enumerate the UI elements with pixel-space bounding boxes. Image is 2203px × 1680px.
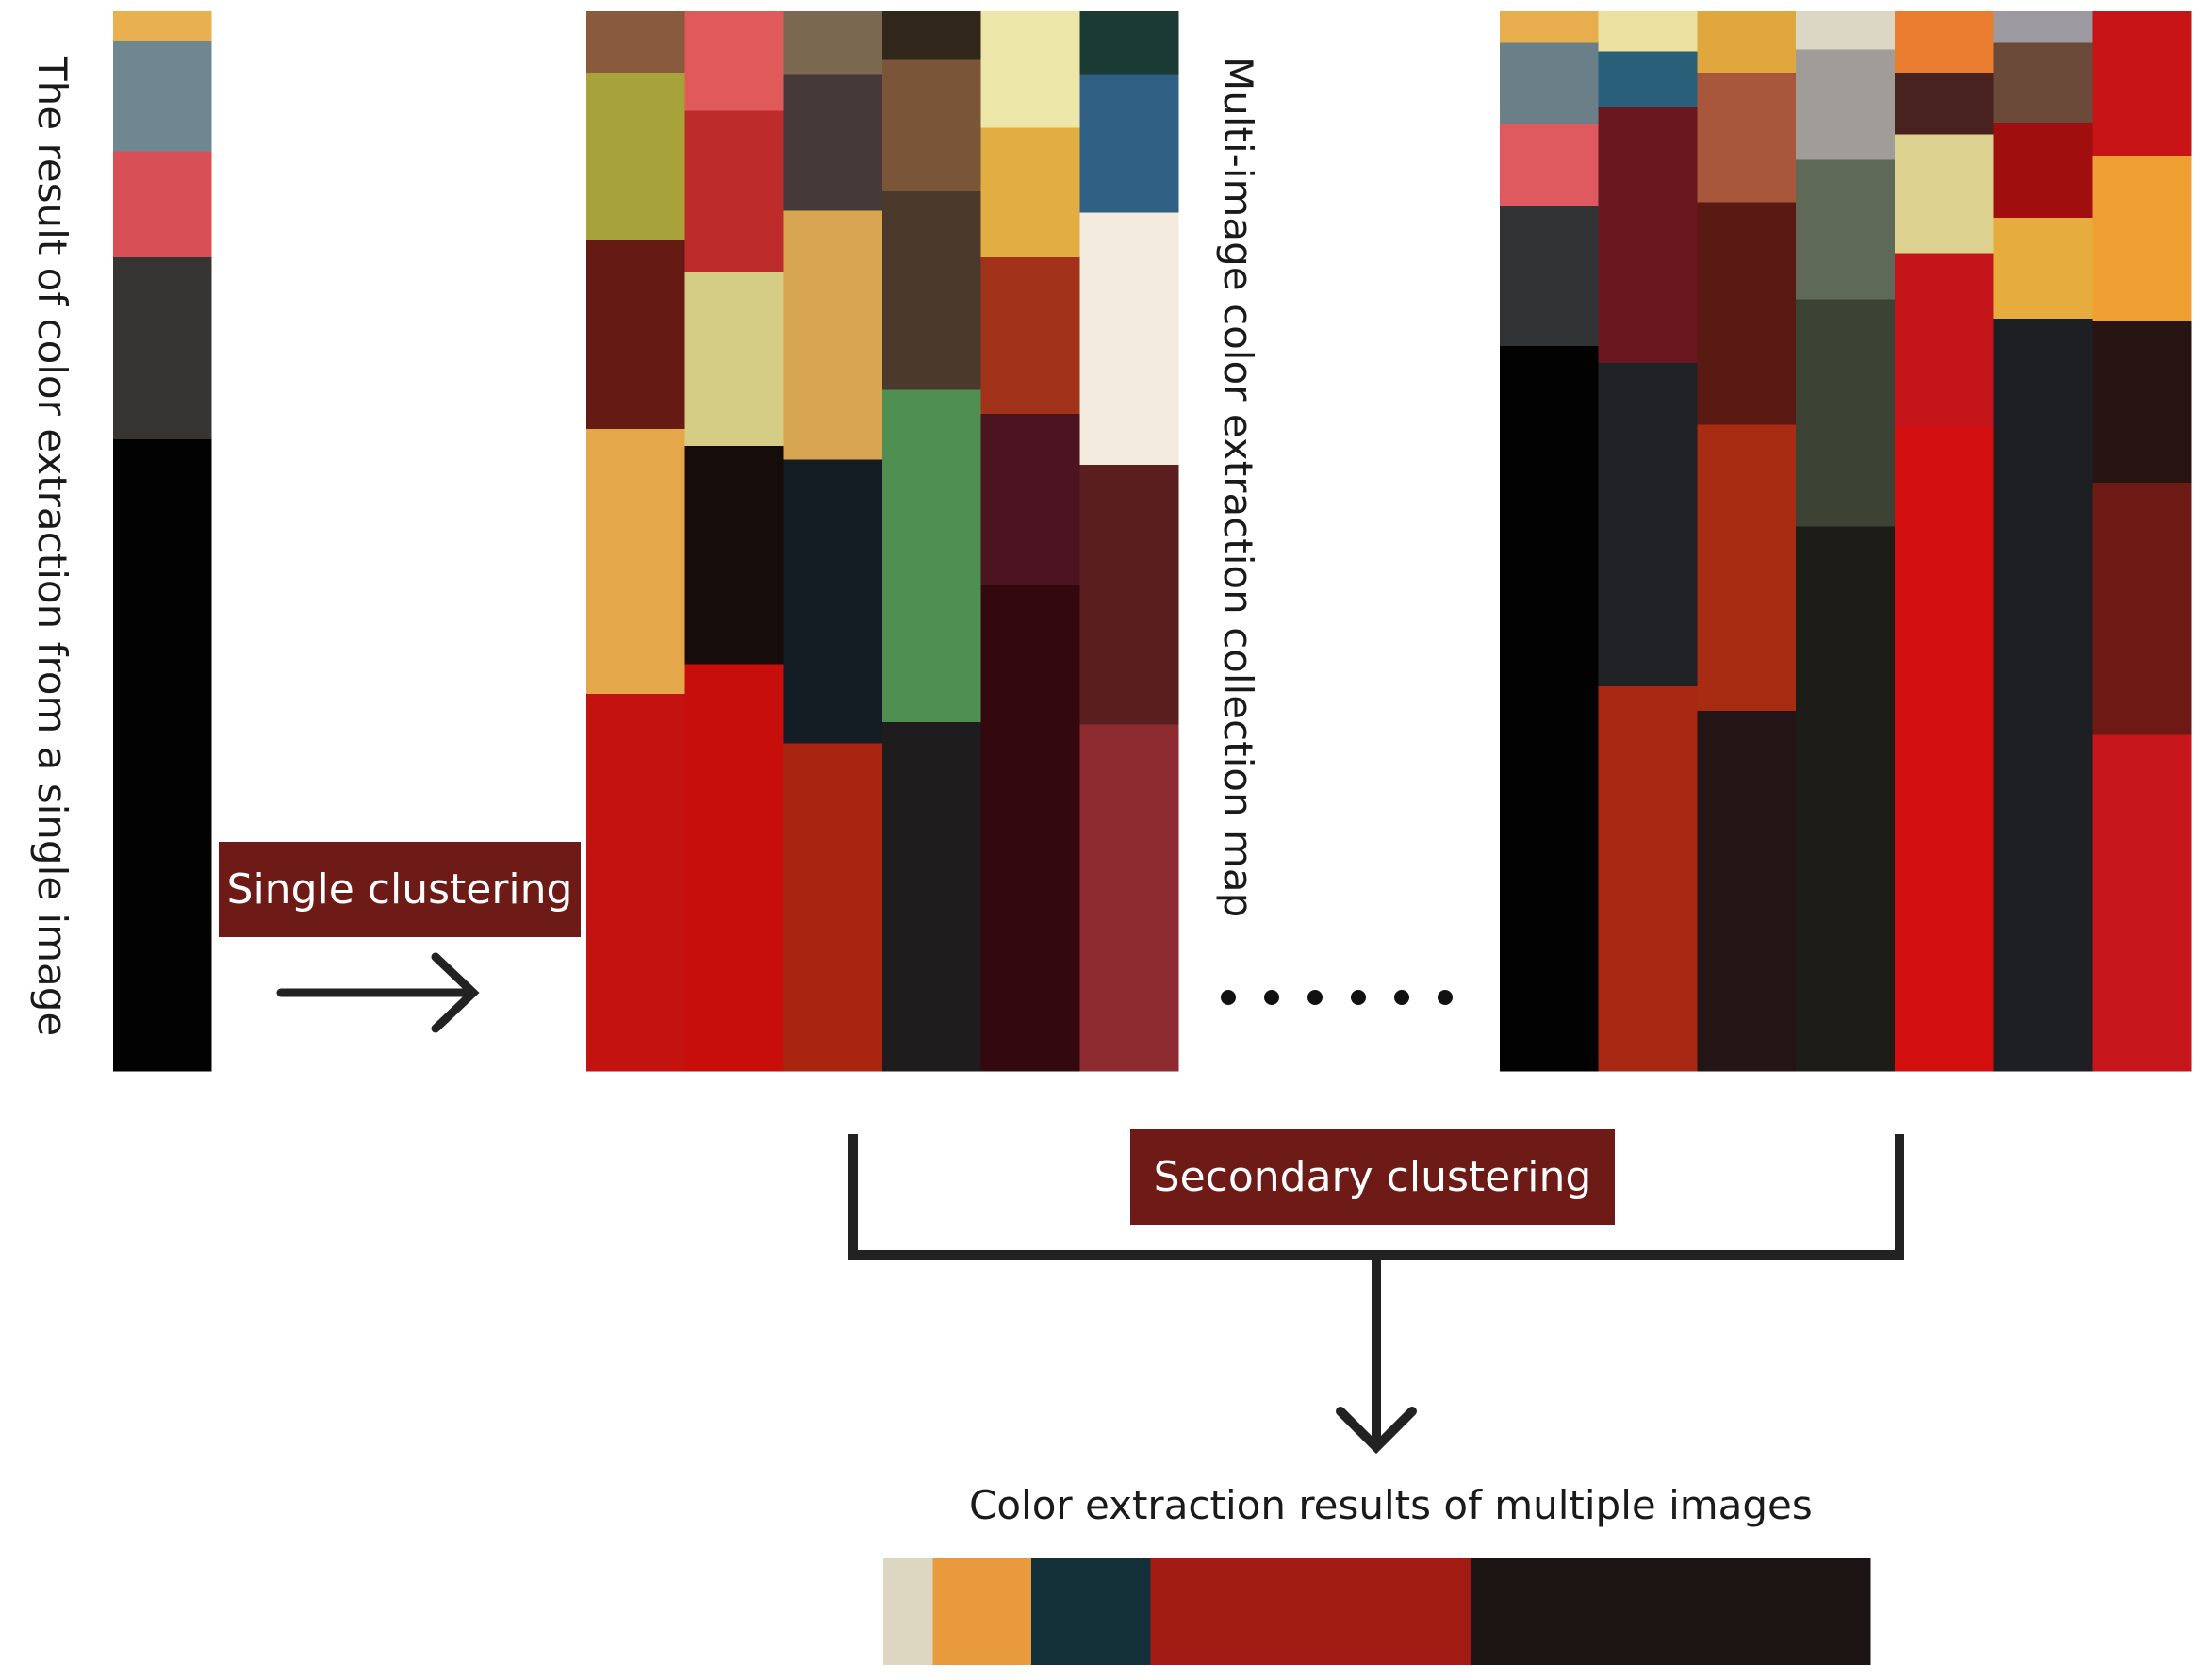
map2-col-6-swatch-4 xyxy=(2092,734,2192,1072)
collection-map-last xyxy=(1500,11,2192,1072)
map1-col-4-swatch-4 xyxy=(980,585,1080,1072)
map1-col-0-swatch-3 xyxy=(586,428,686,695)
map2-col-3-swatch-2 xyxy=(1796,159,1896,301)
map2-col-0-swatch-0 xyxy=(1500,11,1600,44)
map2-col-5-swatch-2 xyxy=(1993,123,2093,219)
map2-col-0-swatch-2 xyxy=(1500,124,1600,207)
final-palette-swatch-3 xyxy=(1150,1558,1472,1665)
final-palette xyxy=(883,1558,1871,1665)
single-image-palette xyxy=(113,11,212,1072)
map2-col-5-swatch-1 xyxy=(1993,42,2093,124)
map1-col-4-swatch-2 xyxy=(980,256,1080,415)
map1-col-2-swatch-2 xyxy=(783,210,883,460)
map1-col-2-swatch-3 xyxy=(783,459,883,745)
collection-map-first xyxy=(586,11,1179,1072)
map2-col-5-swatch-3 xyxy=(1993,218,2093,320)
ellipsis-dots xyxy=(1221,990,1453,1005)
map1-col-0-swatch-4 xyxy=(586,693,686,1072)
map2-col-0-swatch-1 xyxy=(1500,42,1600,124)
map2-col-3-swatch-3 xyxy=(1796,299,1896,527)
final-palette-swatch-0 xyxy=(883,1558,933,1665)
map1-col-5-swatch-1 xyxy=(1079,74,1179,214)
map2-col-1-swatch-0 xyxy=(1598,11,1698,53)
map1-col-4-swatch-1 xyxy=(980,127,1080,258)
result-caption: Color extraction results of multiple ima… xyxy=(969,1482,1813,1528)
map1-col-2-swatch-4 xyxy=(783,743,883,1072)
map2-col-1-swatch-2 xyxy=(1598,107,1698,364)
map1-col-1-swatch-0 xyxy=(684,11,784,112)
map2-col-6-swatch-1 xyxy=(2092,155,2192,321)
right-arrow-icon xyxy=(276,952,480,1033)
map1-col-3-swatch-4 xyxy=(882,722,982,1072)
final-palette-swatch-2 xyxy=(1031,1558,1152,1665)
map1-col-3-swatch-3 xyxy=(882,389,982,723)
map1-col-0-swatch-0 xyxy=(586,11,686,74)
single-palette-swatch-0 xyxy=(113,11,212,41)
single-palette-swatch-1 xyxy=(113,41,212,152)
map2-col-2-swatch-1 xyxy=(1697,73,1797,203)
map2-col-3-swatch-4 xyxy=(1796,526,1896,1072)
map2-col-2-swatch-0 xyxy=(1697,11,1797,74)
map1-col-3-swatch-0 xyxy=(882,11,982,61)
map2-col-6-swatch-0 xyxy=(2092,11,2192,156)
map2-col-2-swatch-4 xyxy=(1697,710,1797,1072)
map2-col-6-swatch-3 xyxy=(2092,483,2192,736)
map1-col-3-swatch-1 xyxy=(882,59,982,192)
single-palette-swatch-4 xyxy=(113,439,212,1072)
map2-col-3-swatch-0 xyxy=(1796,11,1896,50)
map1-col-2-swatch-1 xyxy=(783,74,883,211)
single-clustering-label: Single clustering xyxy=(219,842,581,937)
map1-col-5-swatch-2 xyxy=(1079,212,1179,466)
map1-col-3-swatch-2 xyxy=(882,191,982,390)
map1-col-1-swatch-2 xyxy=(684,272,784,447)
map1-col-0-swatch-2 xyxy=(586,239,686,430)
map1-col-5-swatch-0 xyxy=(1079,11,1179,75)
map1-col-1-swatch-4 xyxy=(684,664,784,1072)
map2-col-5-swatch-4 xyxy=(1993,318,2093,1072)
map2-col-4-swatch-4 xyxy=(1894,426,1995,1072)
single-palette-swatch-3 xyxy=(113,256,212,440)
secondary-clustering-label: Secondary clustering xyxy=(1130,1129,1615,1225)
map1-col-5-swatch-3 xyxy=(1079,465,1179,725)
map1-col-1-swatch-3 xyxy=(684,445,784,665)
map2-col-1-swatch-1 xyxy=(1598,51,1698,107)
map2-col-2-swatch-2 xyxy=(1697,202,1797,425)
collection-map-caption: Multi-image color extraction collection … xyxy=(1215,57,1261,918)
single-palette-swatch-2 xyxy=(113,151,212,258)
map2-col-4-swatch-2 xyxy=(1894,134,1995,254)
map2-col-4-swatch-0 xyxy=(1894,11,1995,74)
final-palette-swatch-1 xyxy=(932,1558,1032,1665)
map1-col-4-swatch-3 xyxy=(980,414,1080,586)
map2-col-0-swatch-3 xyxy=(1500,206,1600,347)
map1-col-2-swatch-0 xyxy=(783,11,883,75)
map2-col-6-swatch-2 xyxy=(2092,321,2192,484)
map2-col-2-swatch-3 xyxy=(1697,424,1797,712)
map2-col-4-swatch-1 xyxy=(1894,73,1995,135)
map2-col-5-swatch-0 xyxy=(1993,11,2093,44)
down-arrow-icon xyxy=(1336,1250,1417,1455)
map1-col-1-swatch-1 xyxy=(684,110,784,273)
map2-col-4-swatch-3 xyxy=(1894,253,1995,428)
final-palette-swatch-4 xyxy=(1471,1558,1871,1665)
map2-col-0-swatch-4 xyxy=(1500,346,1600,1072)
map1-col-0-swatch-1 xyxy=(586,73,686,241)
map2-col-1-swatch-3 xyxy=(1598,363,1698,687)
single-image-caption: The result of color extraction from a si… xyxy=(29,57,75,1037)
map2-col-1-swatch-4 xyxy=(1598,685,1698,1072)
map1-col-4-swatch-0 xyxy=(980,11,1080,129)
map1-col-5-swatch-4 xyxy=(1079,724,1179,1072)
map2-col-3-swatch-1 xyxy=(1796,49,1896,160)
